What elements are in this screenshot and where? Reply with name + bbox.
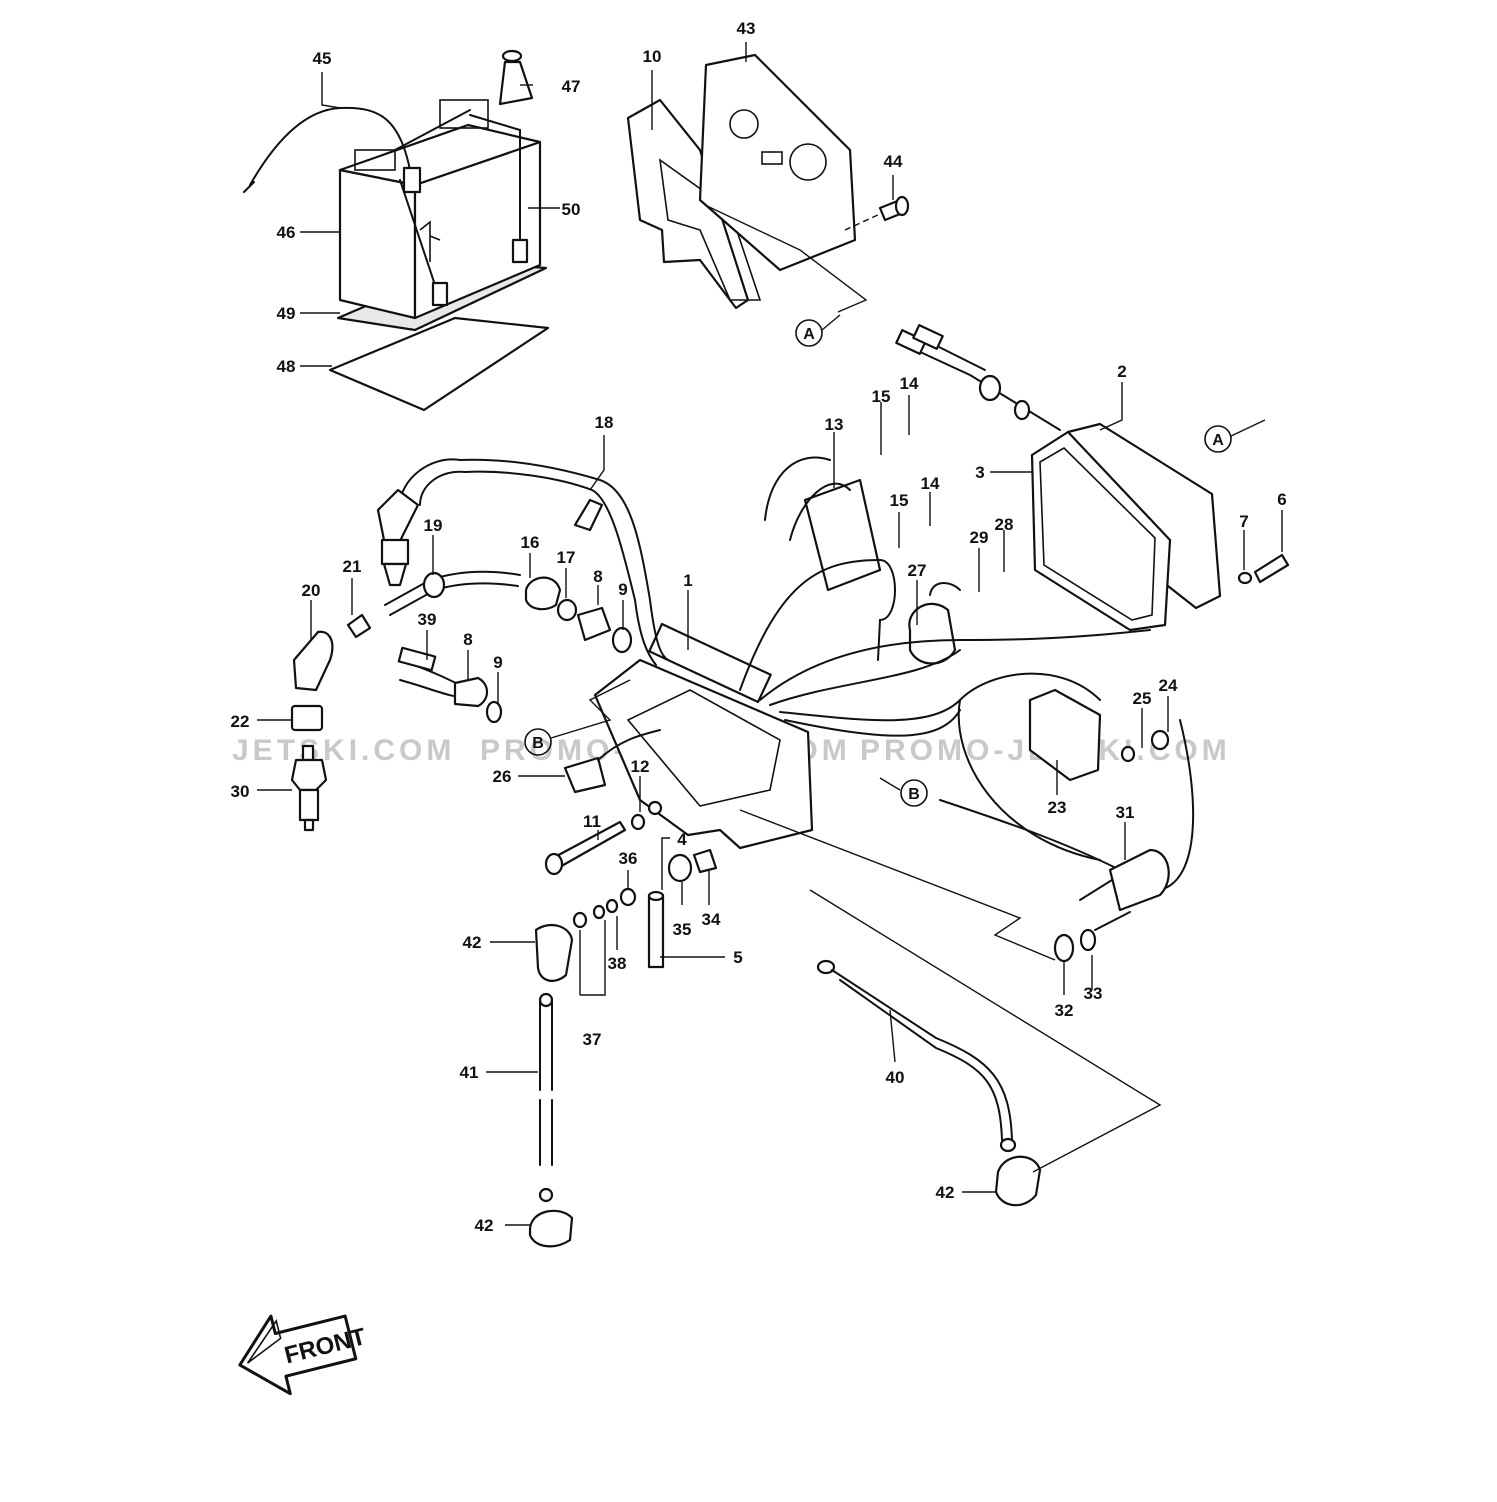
callout-number: 50 bbox=[562, 200, 581, 219]
callout-number: 26 bbox=[493, 767, 512, 786]
reference-marker-label: B bbox=[908, 786, 920, 803]
leader-lines bbox=[257, 42, 1283, 1226]
wire-grommet bbox=[397, 646, 503, 724]
starter-relay bbox=[1079, 848, 1170, 931]
callout-number: 17 bbox=[557, 548, 576, 567]
callout-number: 36 bbox=[619, 849, 638, 868]
callout-number: 9 bbox=[618, 580, 627, 599]
reference-marker-a: A bbox=[795, 314, 841, 347]
callout-number: 33 bbox=[1084, 984, 1103, 1003]
callout-number: 31 bbox=[1116, 803, 1135, 822]
callout-number: 37 bbox=[583, 1030, 602, 1049]
connector bbox=[563, 729, 661, 794]
wire-harness bbox=[739, 558, 1195, 891]
lead-fittings bbox=[346, 576, 633, 654]
callout-number: 19 bbox=[424, 516, 443, 535]
watermark-text: JETSKI.COM bbox=[232, 734, 455, 767]
callout-number: 34 bbox=[702, 910, 721, 929]
battery-mat bbox=[328, 316, 550, 412]
callout-number: 20 bbox=[302, 581, 321, 600]
callout-number: 22 bbox=[231, 712, 250, 731]
callout-number: 49 bbox=[277, 304, 296, 323]
terminal-cap bbox=[498, 49, 534, 106]
callout-number: 2 bbox=[1117, 362, 1126, 381]
callout-number: 8 bbox=[593, 567, 602, 586]
callout-number: 3 bbox=[975, 463, 984, 482]
callout-number: 14 bbox=[900, 374, 919, 393]
callout-number: 29 bbox=[970, 528, 989, 547]
callout-number: 35 bbox=[673, 920, 692, 939]
front-arrow: FRONT bbox=[238, 1314, 369, 1396]
plate-screw bbox=[844, 195, 910, 231]
callout-number: 15 bbox=[872, 387, 891, 406]
callout-number: 48 bbox=[277, 357, 296, 376]
callout-number: 44 bbox=[884, 152, 903, 171]
callout-number: 30 bbox=[231, 782, 250, 801]
cdi-unit bbox=[764, 456, 882, 592]
callout-number: 8 bbox=[463, 630, 472, 649]
callout-number: 45 bbox=[313, 49, 332, 68]
callout-number: 14 bbox=[921, 474, 940, 493]
high-tension-lead bbox=[376, 458, 669, 666]
reference-marker-label: B bbox=[532, 735, 544, 752]
callout-number: 13 bbox=[825, 415, 844, 434]
callout-number: 28 bbox=[995, 515, 1014, 534]
reference-marker-label: A bbox=[803, 326, 815, 343]
callout-number: 16 bbox=[521, 533, 540, 552]
callout-number: 6 bbox=[1277, 490, 1286, 509]
callout-number: 5 bbox=[733, 948, 742, 967]
callout-number: 41 bbox=[460, 1063, 479, 1082]
ignition-coil bbox=[908, 582, 961, 665]
callout-number: 23 bbox=[1048, 798, 1067, 817]
control-box-cover bbox=[1030, 422, 1222, 632]
ground-cable bbox=[816, 959, 1017, 1153]
callout-number: 21 bbox=[343, 557, 362, 576]
callout-number: 46 bbox=[277, 223, 296, 242]
cover-screw bbox=[1237, 553, 1290, 585]
terminal-stud bbox=[572, 800, 718, 969]
box-grommet-leads bbox=[895, 324, 1061, 431]
callout-number: 9 bbox=[493, 653, 502, 672]
spark-lead bbox=[384, 570, 521, 616]
battery-strap bbox=[394, 109, 529, 307]
callout-number: 42 bbox=[463, 933, 482, 952]
callout-number: 10 bbox=[643, 47, 662, 66]
battery bbox=[338, 99, 542, 320]
callout-labels: 45 47 10 43 44 46 50 49 48 2 15 14 13 18… bbox=[231, 19, 1287, 1235]
callout-number: 25 bbox=[1133, 689, 1152, 708]
callout-number: 42 bbox=[936, 1183, 955, 1202]
washer bbox=[1053, 928, 1097, 963]
starter-cable bbox=[538, 992, 554, 1203]
callout-number: 12 bbox=[631, 757, 650, 776]
reference-marker-a: A bbox=[1204, 419, 1266, 453]
callout-number: 1 bbox=[683, 571, 692, 590]
callout-number: 11 bbox=[583, 812, 601, 831]
callout-number: 40 bbox=[886, 1068, 905, 1087]
control-box bbox=[593, 622, 814, 850]
callout-number: 38 bbox=[608, 954, 627, 973]
callout-number: 42 bbox=[475, 1216, 494, 1235]
mounting-plate bbox=[698, 53, 857, 272]
box-bolt bbox=[544, 813, 646, 876]
callout-number: 7 bbox=[1239, 512, 1248, 531]
small-fastener bbox=[1120, 729, 1170, 763]
regulator bbox=[1028, 688, 1102, 782]
callout-number: 15 bbox=[890, 491, 909, 510]
callout-number: 32 bbox=[1055, 1001, 1074, 1020]
callout-number: 4 bbox=[677, 830, 687, 849]
callout-number: 43 bbox=[737, 19, 756, 38]
callout-number: 39 bbox=[418, 610, 437, 629]
reference-marker-b: B bbox=[524, 679, 631, 756]
callout-number: 18 bbox=[595, 413, 614, 432]
callout-number: 24 bbox=[1159, 676, 1178, 695]
callout-number: 27 bbox=[908, 561, 927, 580]
terminal-boot bbox=[528, 923, 1042, 1248]
reference-marker-label: A bbox=[1212, 432, 1224, 449]
reference-marker-b: B bbox=[879, 777, 928, 807]
spark-plug-assembly bbox=[290, 630, 334, 832]
callout-number: 47 bbox=[562, 77, 581, 96]
